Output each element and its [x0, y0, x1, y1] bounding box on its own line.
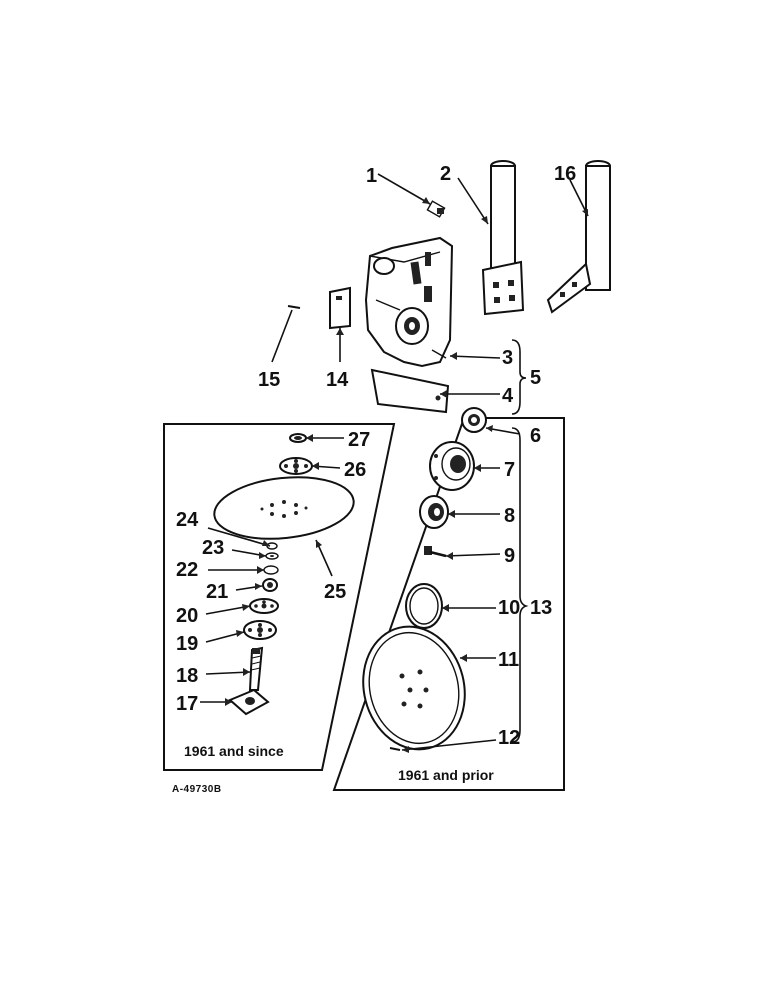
part-1-bolt	[426, 200, 446, 218]
callout-11: 11	[498, 649, 519, 671]
part-23-nut	[265, 552, 279, 560]
part-22-washer	[263, 565, 279, 575]
part-2-tube	[481, 160, 525, 316]
callout-1: 1	[366, 165, 377, 187]
callout-18: 18	[176, 665, 198, 687]
leader-lines	[200, 173, 589, 753]
part-18-spindle	[248, 646, 264, 691]
part-3-housing	[364, 236, 454, 368]
callout-22: 22	[176, 559, 198, 581]
part-11-disc	[362, 625, 466, 751]
part-7-housing	[429, 441, 475, 491]
callout-21: 21	[206, 581, 228, 603]
part-26-flange	[279, 457, 313, 475]
part-6-seal	[461, 407, 487, 433]
callout-26: 26	[344, 459, 366, 481]
callout-16: 16	[554, 163, 576, 185]
callout-20: 20	[176, 605, 198, 627]
part-10-ring	[405, 583, 443, 629]
part-4-plate	[370, 368, 450, 414]
callout-8: 8	[504, 505, 515, 527]
callout-7: 7	[504, 459, 515, 481]
callout-3: 3	[502, 347, 513, 369]
callout-2: 2	[440, 163, 451, 185]
callout-17: 17	[176, 693, 198, 715]
part-8-bearing	[419, 495, 449, 529]
part-19-flange	[243, 620, 277, 640]
part-12-screw	[389, 747, 401, 751]
part-16-tube	[546, 160, 611, 314]
callout-27: 27	[348, 429, 370, 451]
callout-24: 24	[176, 509, 199, 531]
callout-23: 23	[202, 537, 224, 559]
part-14-plate	[329, 286, 351, 330]
panel-1961-and-since-frame	[163, 423, 396, 771]
callout-13: 13	[530, 597, 552, 619]
part-15-pin	[287, 305, 301, 309]
callout-19: 19	[176, 633, 198, 655]
part-9-bolt	[424, 546, 447, 558]
callout-6: 6	[530, 425, 541, 447]
callout-labels: 1 2 16 3 5 4 15 14 6 7 8 9 10 13 11 12 2…	[176, 163, 576, 749]
callout-12: 12	[498, 727, 520, 749]
part-27-cap	[289, 433, 307, 443]
part-20-flange	[249, 598, 279, 614]
callout-25: 25	[324, 581, 346, 603]
part-25-disc	[213, 476, 355, 540]
callout-10: 10	[498, 597, 520, 619]
callout-15: 15	[258, 369, 280, 391]
part-17-hub	[228, 688, 270, 716]
callout-9: 9	[504, 545, 515, 567]
callout-14: 14	[326, 369, 349, 391]
callout-5: 5	[530, 367, 541, 389]
caption-1961-and-since: 1961 and since	[184, 743, 284, 759]
reference-number: A-49730B	[172, 784, 222, 795]
callout-4: 4	[502, 385, 514, 407]
caption-1961-and-prior: 1961 and prior	[398, 767, 494, 783]
part-21-bearing	[262, 578, 278, 592]
